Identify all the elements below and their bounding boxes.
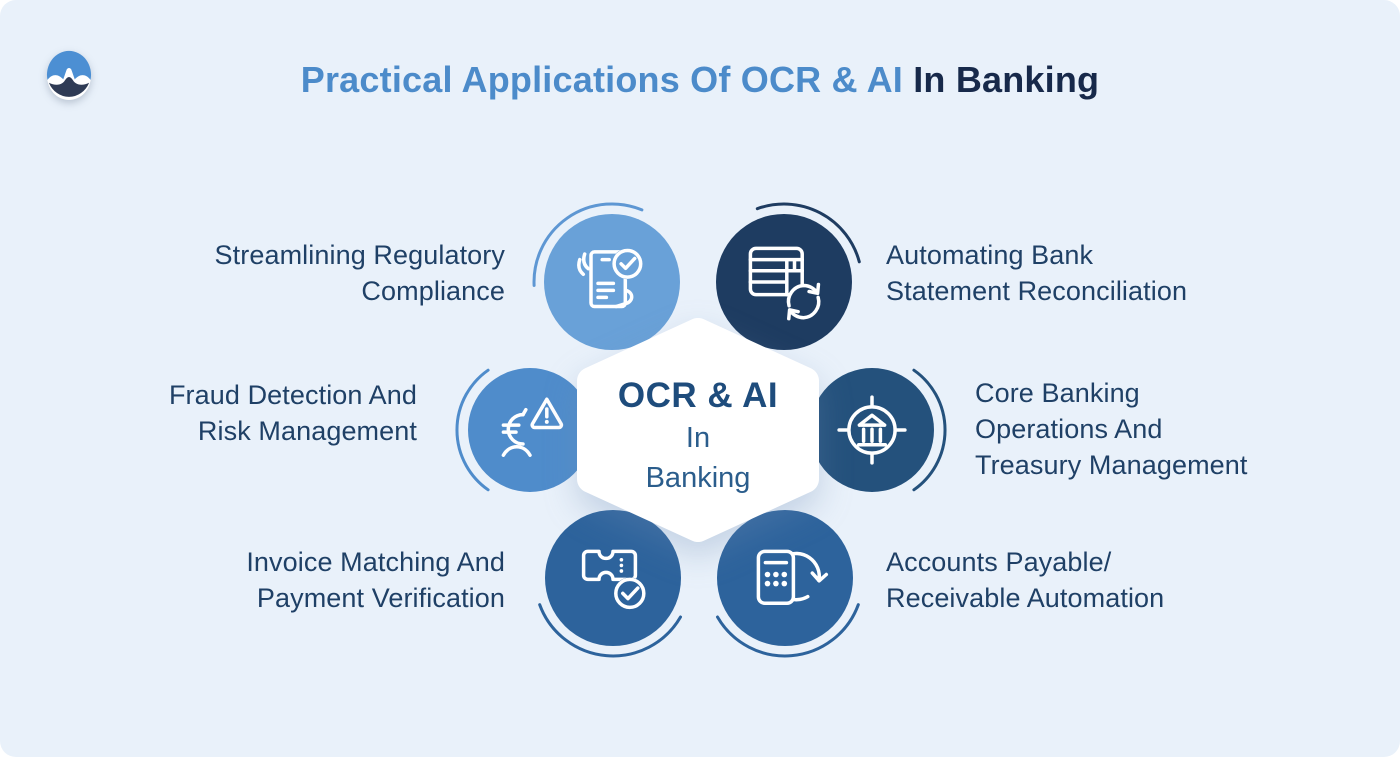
ticket-check-icon — [581, 549, 646, 610]
label-bank-statement-reconciliation: Automating Bank Statement Reconciliation — [886, 240, 1188, 306]
table-sync-icon — [748, 246, 821, 321]
node-bank-statement-reconciliation — [689, 187, 879, 377]
label-regulatory-compliance: Streamlining Regulatory Compliance — [214, 240, 505, 306]
node-arc — [912, 368, 947, 492]
label-accounts-payable: Accounts Payable/ Receivable Automation — [886, 547, 1165, 613]
center-text: OCR & AI In Banking — [552, 295, 844, 565]
label-invoice-matching: Invoice Matching And Payment Verificatio… — [246, 547, 505, 613]
center-hexagon — [577, 318, 819, 542]
page-title: Practical Applications Of OCR & AI In Ba… — [0, 58, 1400, 102]
center-subtitle-line2: Banking — [645, 462, 751, 494]
calculator-sync-icon — [756, 549, 829, 605]
page-title-highlight: Practical Applications Of OCR & AI — [300, 59, 904, 100]
center-title: OCR & AI — [617, 376, 779, 415]
node-arc — [716, 603, 860, 658]
node-regulatory-compliance — [517, 187, 707, 377]
wave-w-logo-icon — [46, 50, 92, 100]
node-arc — [755, 202, 861, 264]
node-accounts-payable — [690, 483, 880, 673]
node-circle — [468, 368, 592, 492]
node-arc — [538, 603, 682, 658]
center-subtitle-line1: In — [685, 422, 711, 454]
page-title-rest: In Banking — [913, 59, 1100, 100]
node-invoice-matching — [518, 483, 708, 673]
label-fraud-detection: Fraud Detection And Risk Management — [168, 380, 417, 446]
bank-target-icon — [837, 395, 907, 465]
label-core-banking: Core Banking Operations And Treasury Man… — [975, 378, 1248, 480]
node-arc — [455, 368, 490, 492]
node-arc — [532, 202, 644, 287]
document-approval-icon — [577, 248, 643, 309]
node-fraud-detection — [435, 335, 625, 525]
node-core-banking — [777, 335, 967, 525]
euro-warning-icon — [501, 397, 564, 457]
